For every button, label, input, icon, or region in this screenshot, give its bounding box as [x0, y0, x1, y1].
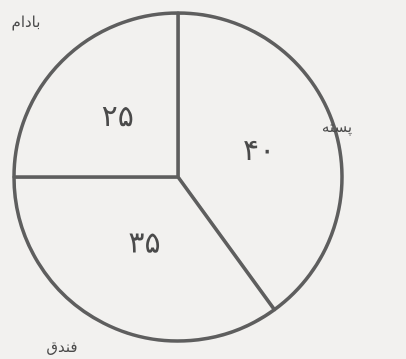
- pie-slice-3: [12, 11, 180, 179]
- pie-slice-value-3: ۲۵: [102, 99, 134, 134]
- pie-slice-2: [12, 175, 277, 343]
- pie-category-labels: پسته فندق بادام: [12, 13, 352, 356]
- pie-slice-label-1: پسته: [322, 118, 352, 137]
- pie-slice-1: [176, 11, 344, 312]
- pie-slice-value-1: ۴۰: [243, 133, 275, 168]
- pie-value-labels: ۴۰ ۳۵ ۲۵: [102, 99, 276, 260]
- pie-slice-label-3: بادام: [12, 13, 41, 31]
- pie-slices: [12, 11, 344, 343]
- pie-slice-label-2: فندق: [46, 338, 77, 356]
- pie-slice-value-2: ۳۵: [128, 225, 160, 260]
